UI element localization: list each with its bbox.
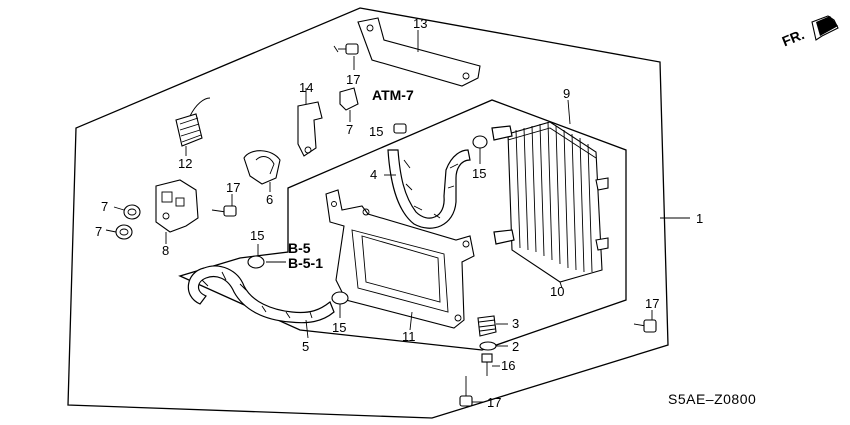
callout-3: 3 (512, 316, 519, 331)
callout-17-left: 17 (226, 180, 240, 195)
callout-15-lower: 15 (332, 320, 346, 335)
reference-b-5-1: B-5-1 (288, 255, 323, 271)
clamp-15-left (247, 255, 265, 269)
mount-rubber-3 (477, 315, 497, 337)
bracket-11 (325, 189, 475, 329)
front-direction-arrow: FR. (780, 15, 839, 49)
valve-body-8 (155, 179, 199, 233)
callout-12: 12 (178, 156, 192, 171)
reference-atm-7: ATM-7 (372, 87, 414, 103)
callout-15-left: 15 (250, 228, 264, 243)
callout-1: 1 (696, 211, 703, 226)
callout-17-bottom: 17 (487, 395, 501, 410)
callout-15-upper: 15 (369, 124, 383, 139)
bolt-17-top (333, 43, 359, 55)
clamp-7-upper (339, 87, 359, 111)
callout-7-upper: 7 (346, 122, 353, 137)
callout-13: 13 (413, 16, 427, 31)
bracket-14 (297, 101, 323, 157)
washer-2 (479, 341, 497, 351)
callout-17-top: 17 (346, 72, 360, 87)
callout-4: 4 (370, 167, 377, 182)
callout-7-left-upper: 7 (101, 199, 108, 214)
bolt-16 (481, 353, 493, 376)
callout-15-cooler: 15 (472, 166, 486, 181)
clamp-15-upper (393, 123, 407, 134)
reference-b-5: B-5 (288, 240, 311, 256)
clamp-6 (243, 150, 281, 185)
callout-8: 8 (162, 243, 169, 258)
callout-16: 16 (501, 358, 515, 373)
hose-5 (187, 265, 335, 324)
callout-5: 5 (302, 339, 309, 354)
diagram-code: S5AE–Z0800 (668, 391, 756, 407)
clamp-7-left-upper (123, 204, 141, 220)
seal-pad-12 (175, 97, 211, 147)
oil-cooler-9 (491, 121, 609, 283)
callout-17-right: 17 (645, 296, 659, 311)
bracket-13 (357, 17, 481, 87)
bolt-17-left (211, 205, 237, 217)
assembly-boundary (67, 7, 669, 419)
bolt-17-right (633, 319, 657, 333)
callout-2: 2 (512, 339, 519, 354)
subassembly-boundary (178, 99, 627, 351)
clamp-7-left-lower (115, 224, 133, 240)
callout-11: 11 (402, 329, 416, 344)
callout-14: 14 (299, 80, 313, 95)
bolt-17-bottom (459, 376, 473, 407)
clamp-15-cooler (472, 135, 488, 149)
callout-6: 6 (266, 192, 273, 207)
callout-7-left-lower: 7 (95, 224, 102, 239)
clamp-15-lower (331, 291, 349, 305)
callout-10: 10 (550, 284, 564, 299)
front-label: FR. (780, 26, 807, 49)
hose-4 (387, 149, 471, 229)
callout-9: 9 (563, 86, 570, 101)
